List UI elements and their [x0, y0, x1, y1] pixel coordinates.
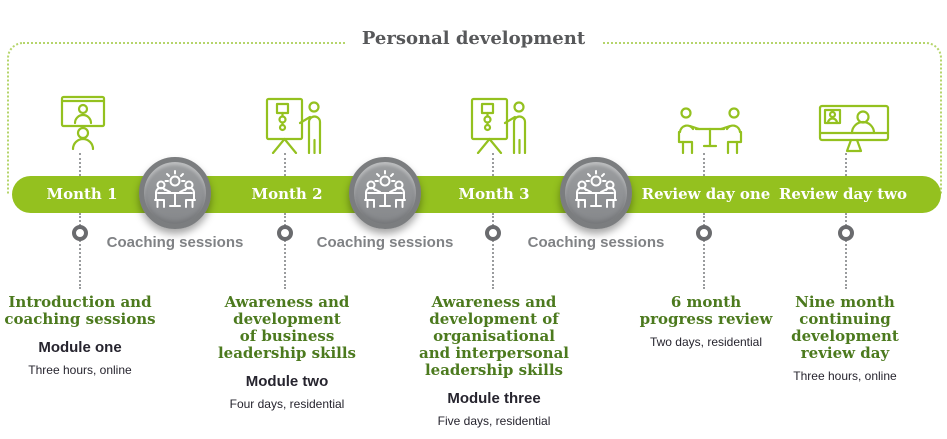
coaching-circle-2 — [349, 157, 421, 229]
milestone-description-month-3: Awareness and development of organisatio… — [409, 293, 579, 429]
timeline-label-review-day-one: Review day one — [641, 185, 771, 203]
milestone-heading: Awareness and development of organisatio… — [418, 293, 570, 379]
team-meeting-lightbulb-icon — [152, 169, 198, 218]
module-duration: Three hours, online — [28, 363, 132, 377]
connector-review1-down — [703, 213, 705, 289]
team-meeting-lightbulb-icon — [573, 169, 619, 218]
connector-review2-up — [845, 153, 847, 176]
connector-month2-down — [284, 213, 286, 289]
timeline-label-month-1: Month 1 — [46, 185, 118, 203]
connector-month3-up — [492, 153, 494, 176]
module-duration: Three hours, online — [793, 369, 897, 383]
timeline-marker-review-day-one — [696, 225, 712, 241]
milestone-heading: Introduction and coaching sessions — [4, 293, 156, 328]
video-call-icon — [818, 104, 890, 154]
milestone-heading: 6 month progress review — [639, 293, 773, 328]
timeline-marker-month-2 — [277, 225, 293, 241]
connector-review2-down — [845, 213, 847, 289]
milestone-description-review-day-two: Nine month continuing development review… — [765, 293, 925, 384]
module-duration: Five days, residential — [437, 414, 551, 428]
flipchart-presenter-icon — [468, 94, 530, 154]
connector-month3-down — [492, 213, 494, 289]
milestone-description-review-day-one: 6 month progress review Two days, reside… — [621, 293, 791, 350]
timeline-marker-month-1 — [72, 225, 88, 241]
module-name: Module three — [447, 390, 541, 407]
coaching-sessions-label-1: Coaching sessions — [106, 234, 244, 251]
coaching-sessions-label-2: Coaching sessions — [316, 234, 454, 251]
connector-review1-up — [703, 153, 705, 176]
coaching-circle-3 — [560, 157, 632, 229]
module-duration: Four days, residential — [229, 397, 345, 411]
module-name: Module one — [38, 339, 122, 356]
timeline-label-month-2: Month 2 — [251, 185, 323, 203]
module-name: Module two — [245, 373, 329, 390]
page-title: Personal development — [345, 28, 602, 49]
timeline-label-month-3: Month 3 — [458, 185, 530, 203]
coaching-sessions-label-3: Coaching sessions — [527, 234, 665, 251]
milestone-description-month-1: Introduction and coaching sessions Modul… — [0, 293, 160, 378]
team-meeting-lightbulb-icon — [362, 169, 408, 218]
timeline-label-review-day-two: Review day two — [778, 185, 908, 203]
flipchart-presenter-icon — [263, 94, 325, 154]
webinar-presentation-icon — [60, 92, 106, 150]
milestone-description-month-2: Awareness and development of business le… — [207, 293, 367, 412]
connector-month1-down — [79, 213, 81, 289]
milestone-heading: Awareness and development of business le… — [217, 293, 357, 362]
connector-month2-up — [284, 153, 286, 176]
connector-month1-up — [79, 153, 81, 176]
meeting-table-icon — [673, 106, 747, 154]
module-duration: Two days, residential — [649, 335, 763, 349]
milestone-heading: Nine month continuing development review… — [791, 293, 899, 362]
timeline-marker-review-day-two — [838, 225, 854, 241]
coaching-circle-1 — [139, 157, 211, 229]
timeline-marker-month-3 — [485, 225, 501, 241]
